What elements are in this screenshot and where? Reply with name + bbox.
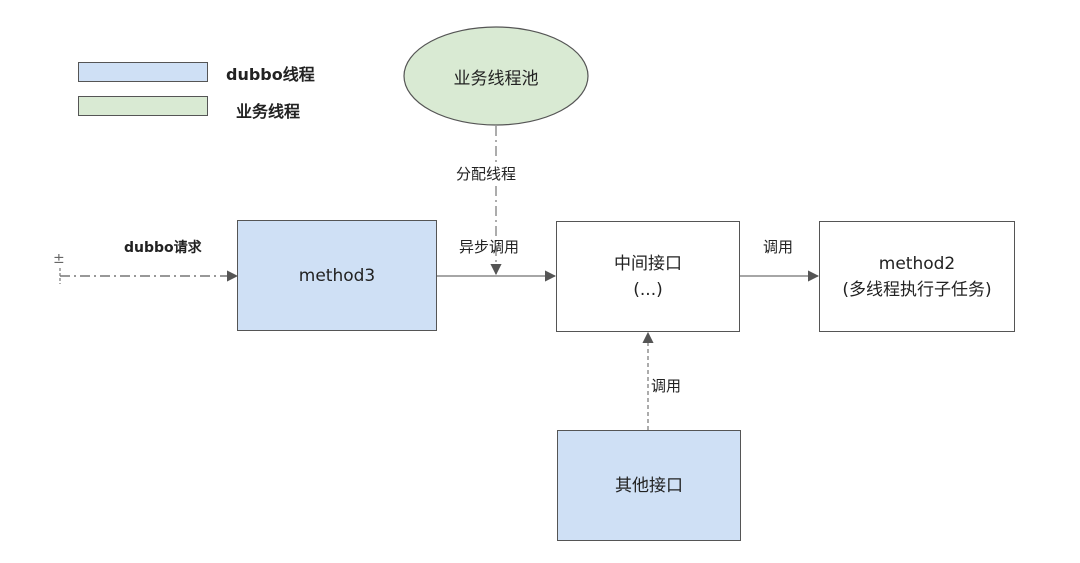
business-thread-pool — [403, 26, 589, 126]
legend-label-business: 业务线程 — [236, 102, 301, 121]
start-symbol: ± — [53, 251, 65, 267]
business-thread-pool-label: 业务线程池 — [453, 69, 539, 89]
method2-node: method2 (多线程执行子任务) — [819, 221, 1015, 332]
other-interface-node: 其他接口 — [557, 430, 741, 541]
call-right-label: 调用 — [763, 238, 794, 256]
legend-label-dubbo: dubbo线程 — [226, 65, 315, 84]
middle-interface-node: 中间接口 (...) — [556, 221, 740, 332]
assign-thread-label: 分配线程 — [454, 163, 519, 184]
legend-swatch-dubbo — [78, 62, 208, 82]
dubbo-request-label: dubbo请求 — [124, 240, 202, 256]
call-up-label: 调用 — [651, 377, 682, 395]
legend-swatch-business — [78, 96, 208, 116]
method2-label: method2 — [878, 253, 956, 274]
async-call-label: 异步调用 — [459, 238, 520, 256]
method3-node: method3 — [237, 220, 437, 331]
method3-label: method3 — [298, 265, 376, 286]
middle-interface-label: 中间接口 — [614, 253, 682, 274]
other-interface-label: 其他接口 — [615, 475, 683, 496]
middle-interface-sub: (...) — [633, 279, 663, 300]
method2-sub: (多线程执行子任务) — [842, 279, 992, 300]
